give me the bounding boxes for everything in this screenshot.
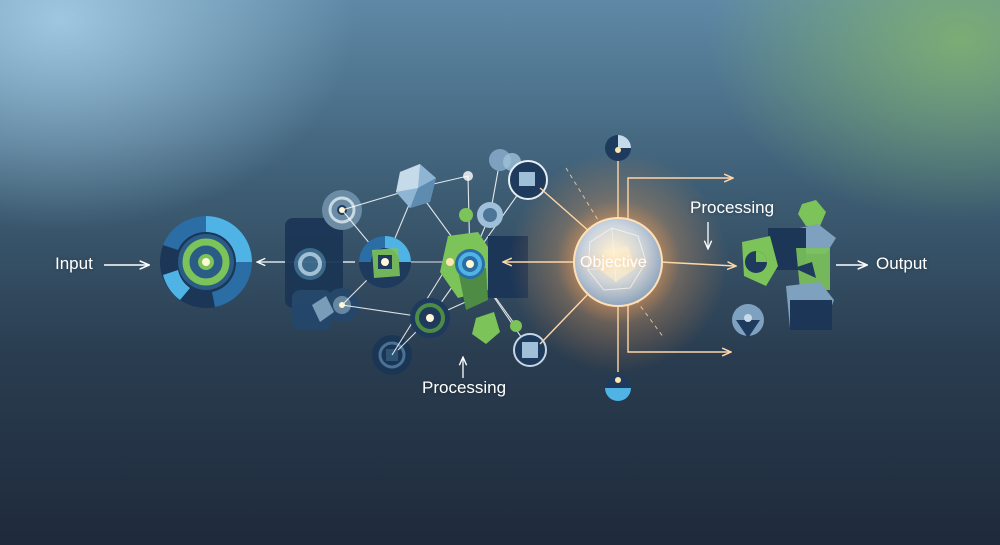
processing-label-bottom: Processing <box>422 378 507 397</box>
output-label: Output <box>876 254 928 273</box>
small-nodes <box>339 149 548 367</box>
top-endpoint <box>605 135 631 161</box>
cube-node <box>396 164 436 208</box>
objective-edges <box>504 160 735 372</box>
bottom-endpoint <box>605 375 631 401</box>
input-hub-icon <box>160 215 252 308</box>
network-node-icon <box>359 236 411 288</box>
dashed-edges <box>565 167 665 339</box>
processing-label-top: Processing <box>690 198 775 217</box>
output-cluster-icon <box>732 200 836 338</box>
objective-label: Objective <box>580 254 647 271</box>
objective-sphere-icon <box>573 217 663 307</box>
input-label: Input <box>55 254 93 273</box>
